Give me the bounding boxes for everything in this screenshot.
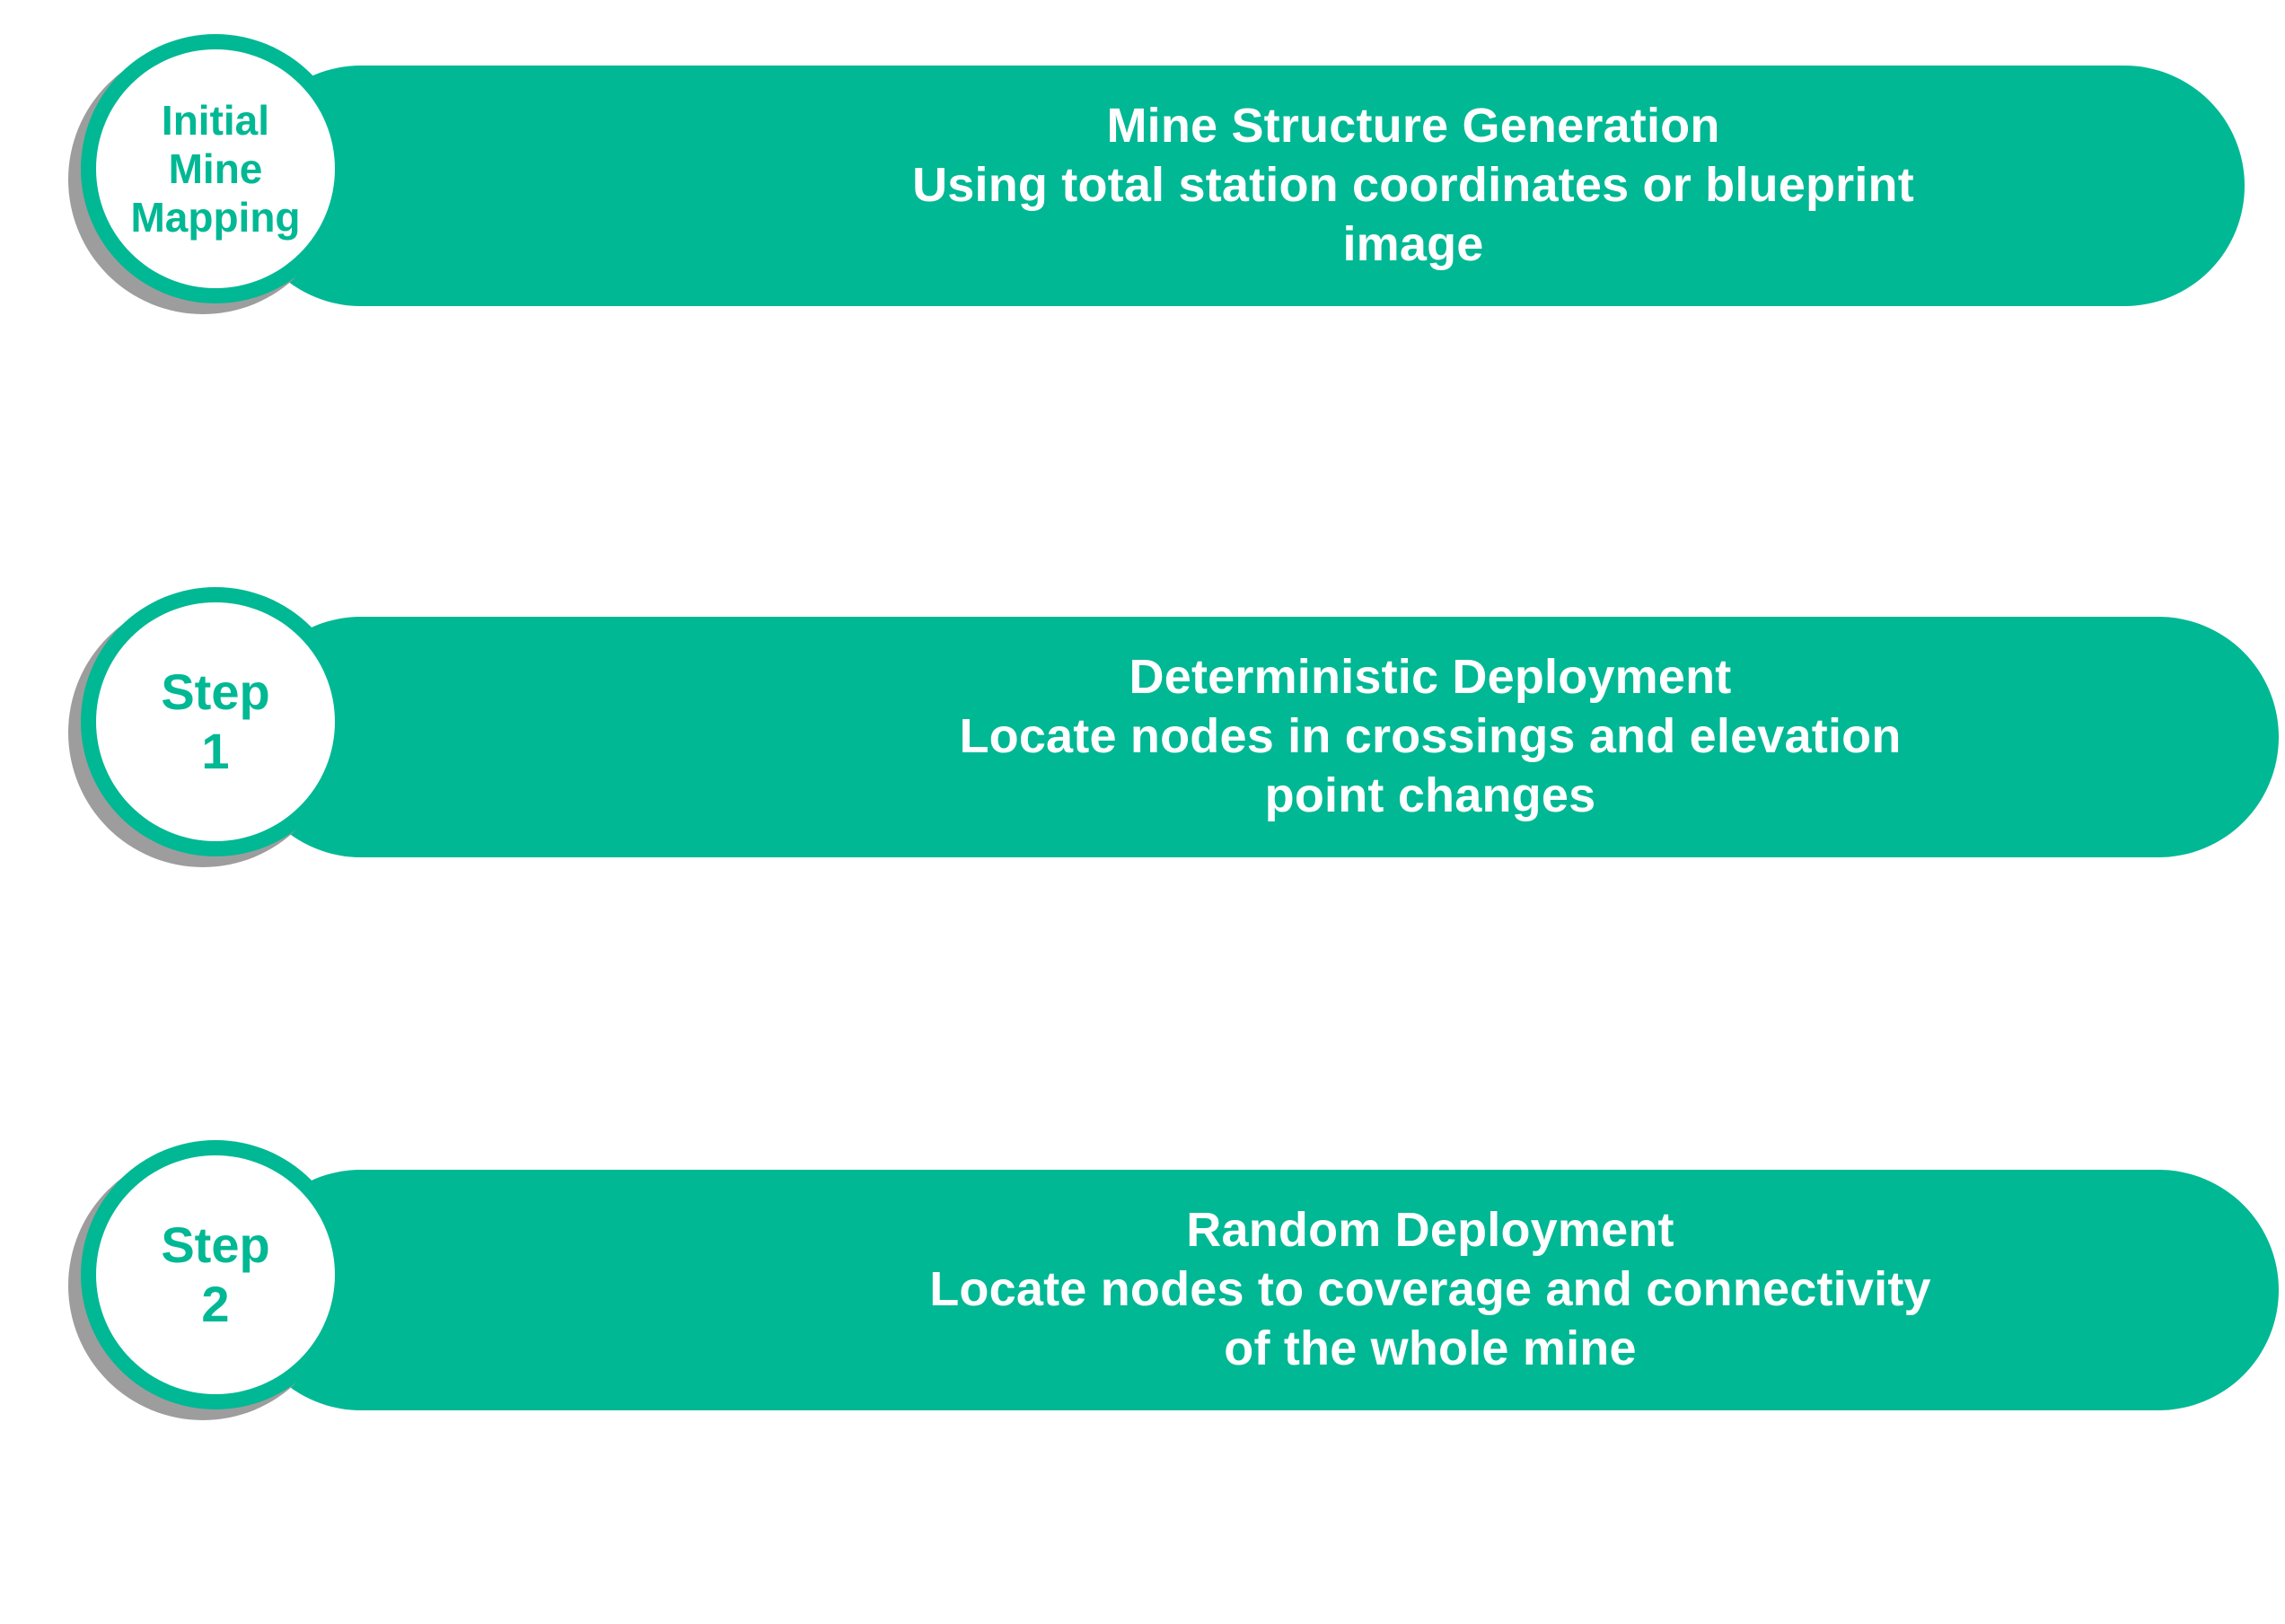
step-heading: Random Deployment [1186, 1203, 1674, 1258]
badge-core: Initial Mine Mapping [96, 49, 335, 288]
step-body-line-1: Locate nodes in crossings and elevation [959, 709, 1902, 764]
step-body-line-1: Locate nodes to coverage and connectivit… [929, 1262, 1931, 1317]
badge-label: Initial Mine Mapping [130, 96, 301, 241]
step-body-line-2: of the whole mine [1224, 1321, 1637, 1375]
step-body-line-2: image [1342, 216, 1484, 271]
step-description-pill: Random Deployment Locate nodes to covera… [241, 1170, 2279, 1410]
step-heading: Deterministic Deployment [1129, 650, 1732, 705]
step-badge: Initial Mine Mapping [68, 34, 350, 314]
badge-label: Step 1 [161, 663, 270, 779]
step-description-pill: Deterministic Deployment Locate nodes in… [241, 617, 2279, 857]
badge-label: Step 2 [161, 1216, 270, 1332]
step-badge: Step 2 [68, 1140, 350, 1420]
step-body-line-2: point changes [1264, 768, 1596, 822]
badge-core: Step 2 [96, 1155, 335, 1394]
badge-core: Step 1 [96, 602, 335, 841]
step-heading: Mine Structure Generation [1106, 99, 1720, 154]
step-body-line-1: Using total station coordinates or bluep… [912, 158, 1914, 213]
step-description-text: Mine Structure Generation Using total st… [241, 97, 2245, 275]
step-badge: Step 1 [68, 587, 350, 867]
step-description-pill: Mine Structure Generation Using total st… [241, 66, 2245, 306]
step-description-text: Random Deployment Locate nodes to covera… [241, 1201, 2279, 1379]
step-description-text: Deterministic Deployment Locate nodes in… [241, 648, 2279, 826]
